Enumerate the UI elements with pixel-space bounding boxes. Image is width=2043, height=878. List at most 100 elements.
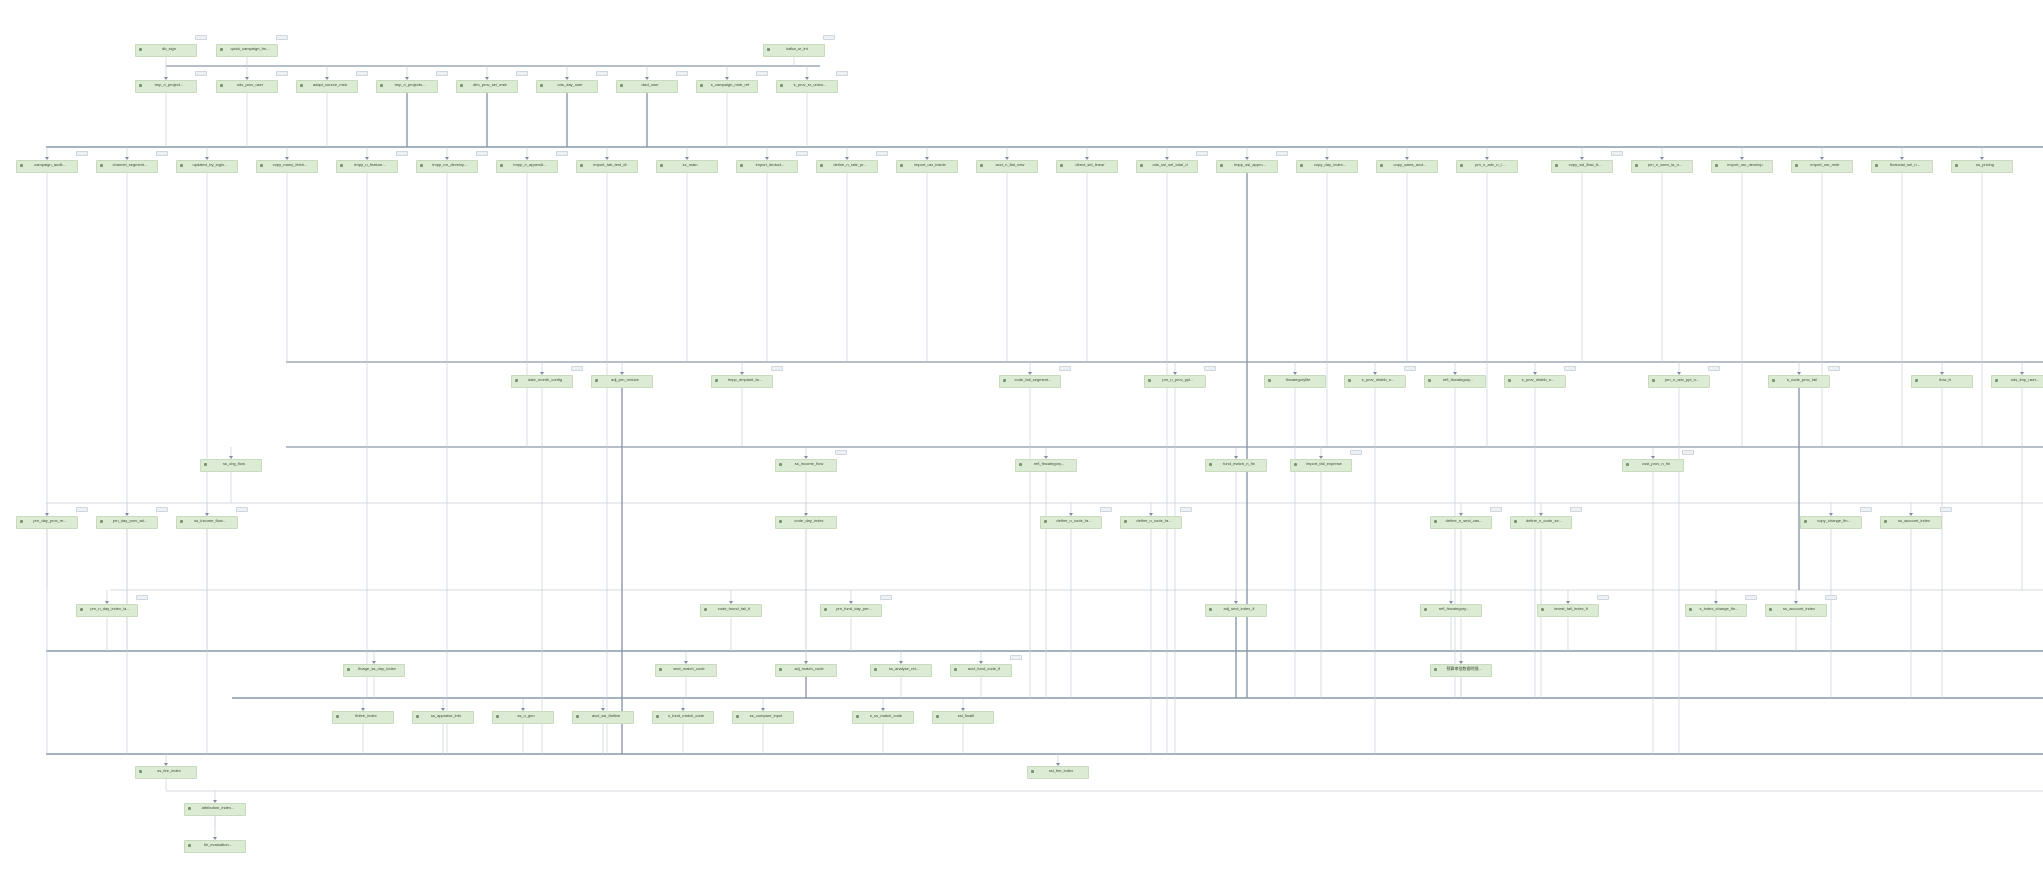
dag-node-r1i[interactable]: s_prov_sr_union...: [776, 80, 838, 93]
dag-node-r5c[interactable]: ss_income_flow...: [176, 516, 238, 529]
dag-node-r2l[interactable]: import_usr_inside: [896, 160, 958, 173]
edge-arrow-icon: [845, 157, 849, 160]
dag-node-r2x[interactable]: financial_sel_n...: [1871, 160, 1933, 173]
dag-node-r3f[interactable]: fincategorylife: [1264, 375, 1326, 388]
dag-node-r7e[interactable]: acct_fund_code_fi: [950, 664, 1012, 677]
dag-node-r4b[interactable]: ss_income_flow: [775, 459, 837, 472]
dag-node-r8c[interactable]: ss_n_geo: [492, 711, 554, 724]
dag-node-r7a[interactable]: finage_ss_day_index: [343, 664, 405, 677]
edge-arrow-icon: [1660, 157, 1664, 160]
dag-node-r4a[interactable]: ss_chg_flow: [200, 459, 262, 472]
dag-node-r2q[interactable]: copy_day_index...: [1296, 160, 1358, 173]
dag-node-r2y[interactable]: ss_pricing: [1951, 160, 2013, 173]
dag-node-r2j[interactable]: import_deduct...: [736, 160, 798, 173]
dag-node-r5g[interactable]: define_n_sect_cas...: [1430, 516, 1492, 529]
dag-node-r8a[interactable]: finfee_index: [332, 711, 394, 724]
dag-node-r1c[interactable]: adapt_source_mstr: [296, 80, 358, 93]
dag-node-r8h[interactable]: ssl_finalfi: [932, 711, 994, 724]
dag-node-r0c[interactable]: kafka_sr_int: [763, 44, 825, 57]
dag-node-r2t[interactable]: copy_ssl_flow_tt...: [1551, 160, 1613, 173]
dag-node-r2g[interactable]: tmpp_n_appendi...: [496, 160, 558, 173]
dag-node-r2k[interactable]: define_n_rate_pr...: [816, 160, 878, 173]
dag-node-r10a[interactable]: attribution_index...: [184, 803, 246, 816]
dag-node-r2m[interactable]: acct_n_flat_new: [976, 160, 1038, 173]
dag-node-r3d[interactable]: code_fail_segment...: [999, 375, 1061, 388]
node-label: finfee_index: [355, 713, 377, 718]
dag-node-r2o[interactable]: ods_ssl_sel_total_d: [1136, 160, 1198, 173]
dag-node-r2i[interactable]: zz_main: [656, 160, 718, 173]
dag-node-r2b[interactable]: channel_segment...: [96, 160, 158, 173]
dag-node-r8f[interactable]: ss_compare_input: [732, 711, 794, 724]
dag-node-r7b[interactable]: sect_match_code: [655, 664, 717, 677]
dag-node-r2w[interactable]: import_usr_mstr: [1791, 160, 1853, 173]
dag-node-r3b[interactable]: adj_prn_reduce: [591, 375, 653, 388]
dag-node-r3l[interactable]: flow_tt: [1911, 375, 1973, 388]
table-icon: [779, 520, 782, 523]
dag-node-r1a[interactable]: tmp_n_project...: [135, 80, 197, 93]
node-badge-icon: [516, 71, 528, 76]
dag-node-r3i[interactable]: s_prov_distrib_n...: [1504, 375, 1566, 388]
dag-node-r4e[interactable]: import_fail_expense: [1290, 459, 1352, 472]
dag-node-r2d[interactable]: copy_many_fetch...: [256, 160, 318, 173]
dag-node-r6e[interactable]: refl_fincategory...: [1420, 604, 1482, 617]
dag-node-r2r[interactable]: copy_sales_acct...: [1376, 160, 1438, 173]
dag-node-r6b[interactable]: code_found_fail_fi: [700, 604, 762, 617]
dag-node-r5a[interactable]: prn_day_prov_m...: [16, 516, 78, 529]
dag-node-r8d[interactable]: acct_ssl_flatline: [572, 711, 634, 724]
dag-node-r1f[interactable]: ods_day_user: [536, 80, 598, 93]
dag-node-r4d[interactable]: fund_match_n_fin: [1205, 459, 1267, 472]
dag-node-r7d[interactable]: ss_analyse_ret...: [870, 664, 932, 677]
dag-node-r6c[interactable]: prn_fund_day_per...: [820, 604, 882, 617]
dag-node-r2c[interactable]: updated_by_login...: [176, 160, 238, 173]
dag-node-r5b[interactable]: prn_day_prov_ad...: [96, 516, 158, 529]
dag-node-r2e[interactable]: tmpp_n_feature...: [336, 160, 398, 173]
dag-node-r6f[interactable]: invest_fail_index_fi: [1537, 604, 1599, 617]
dag-node-r0b[interactable]: quick_campaign_fm...: [216, 44, 278, 57]
node-label: ods_ssl_sel_total_d: [1152, 162, 1188, 167]
dag-node-r1d[interactable]: tmp_n_projects...: [376, 80, 438, 93]
dag-node-r4f[interactable]: cust_prov_n_fin: [1622, 459, 1684, 472]
dag-node-r2f[interactable]: tmpp_mr_develop...: [416, 160, 478, 173]
dag-node-r6d[interactable]: adj_sect_index_fi: [1205, 604, 1267, 617]
dag-node-r2s[interactable]: prn_n_adv_n_l...: [1456, 160, 1518, 173]
dag-node-r5i[interactable]: copy_change_fin...: [1800, 516, 1862, 529]
dag-node-r6a[interactable]: prn_n_day_index_la...: [76, 604, 138, 617]
dag-node-r5e[interactable]: define_n_code_fa...: [1040, 516, 1102, 529]
dag-node-r1e[interactable]: dim_prov_sel_mstr: [456, 80, 518, 93]
dag-node-r7f[interactable]: 预算审批数据明细...: [1430, 664, 1492, 677]
dag-node-r3m[interactable]: ods_tmp_user...: [1991, 375, 2043, 388]
dag-node-r5d[interactable]: code_day_index: [775, 516, 837, 529]
dag-node-r8e[interactable]: s_fund_match_code: [652, 711, 714, 724]
dag-node-r3h[interactable]: refl_fincategory...: [1424, 375, 1486, 388]
dag-node-r1b[interactable]: ods_prov_user: [216, 80, 278, 93]
dag-node-r2a[interactable]: campaign_audit...: [16, 160, 78, 173]
dag-node-r9b[interactable]: ssl_fee_index: [1027, 766, 1089, 779]
dag-node-r1g[interactable]: dwd_user: [616, 80, 678, 93]
node-badge-icon: [276, 35, 288, 40]
dag-node-r2n[interactable]: direct_sel_linear: [1056, 160, 1118, 173]
dag-node-r2v[interactable]: import_usr_develop: [1711, 160, 1773, 173]
dag-node-r3g[interactable]: s_prov_distrib_n...: [1344, 375, 1406, 388]
dag-node-r2u[interactable]: prn_n_seen_la_n...: [1631, 160, 1693, 173]
dag-node-r5f[interactable]: define_n_code_fa...: [1120, 516, 1182, 529]
dag-node-r3a[interactable]: date_month_config: [511, 375, 573, 388]
dag-node-r3c[interactable]: tmpp_dmplant_fa...: [711, 375, 773, 388]
dag-node-r1h[interactable]: s_campaign_mstr_ref: [696, 80, 758, 93]
dag-node-r6g[interactable]: s_index_change_fin...: [1685, 604, 1747, 617]
dag-node-r11a[interactable]: fin_evaluation...: [184, 840, 246, 853]
dag-node-r3k[interactable]: s_code_prov_fail: [1768, 375, 1830, 388]
dag-node-r3e[interactable]: prn_n_prov_ppl...: [1144, 375, 1206, 388]
dag-node-r2h[interactable]: import_tab_test_dt: [576, 160, 638, 173]
dag-node-r0a[interactable]: db_sign: [135, 44, 197, 57]
dag-node-r8b[interactable]: ss_appraise_info: [412, 711, 474, 724]
dag-node-r6h[interactable]: ss_account_index: [1765, 604, 1827, 617]
dag-node-r8g[interactable]: s_ss_match_code: [852, 711, 914, 724]
dag-node-r5h[interactable]: define_n_code_se...: [1510, 516, 1572, 529]
dag-node-r3j[interactable]: prn_n_adv_ppl_n...: [1648, 375, 1710, 388]
node-label: ods_prov_user: [236, 82, 264, 87]
dag-node-r9a[interactable]: ss_fee_index: [135, 766, 197, 779]
dag-node-r5j[interactable]: ss_account_index: [1880, 516, 1942, 529]
dag-node-r2p[interactable]: tmpp_ssl_appro...: [1216, 160, 1278, 173]
dag-node-r7c[interactable]: adj_match_code: [775, 664, 837, 677]
dag-node-r4c[interactable]: refl_fincategory...: [1015, 459, 1077, 472]
